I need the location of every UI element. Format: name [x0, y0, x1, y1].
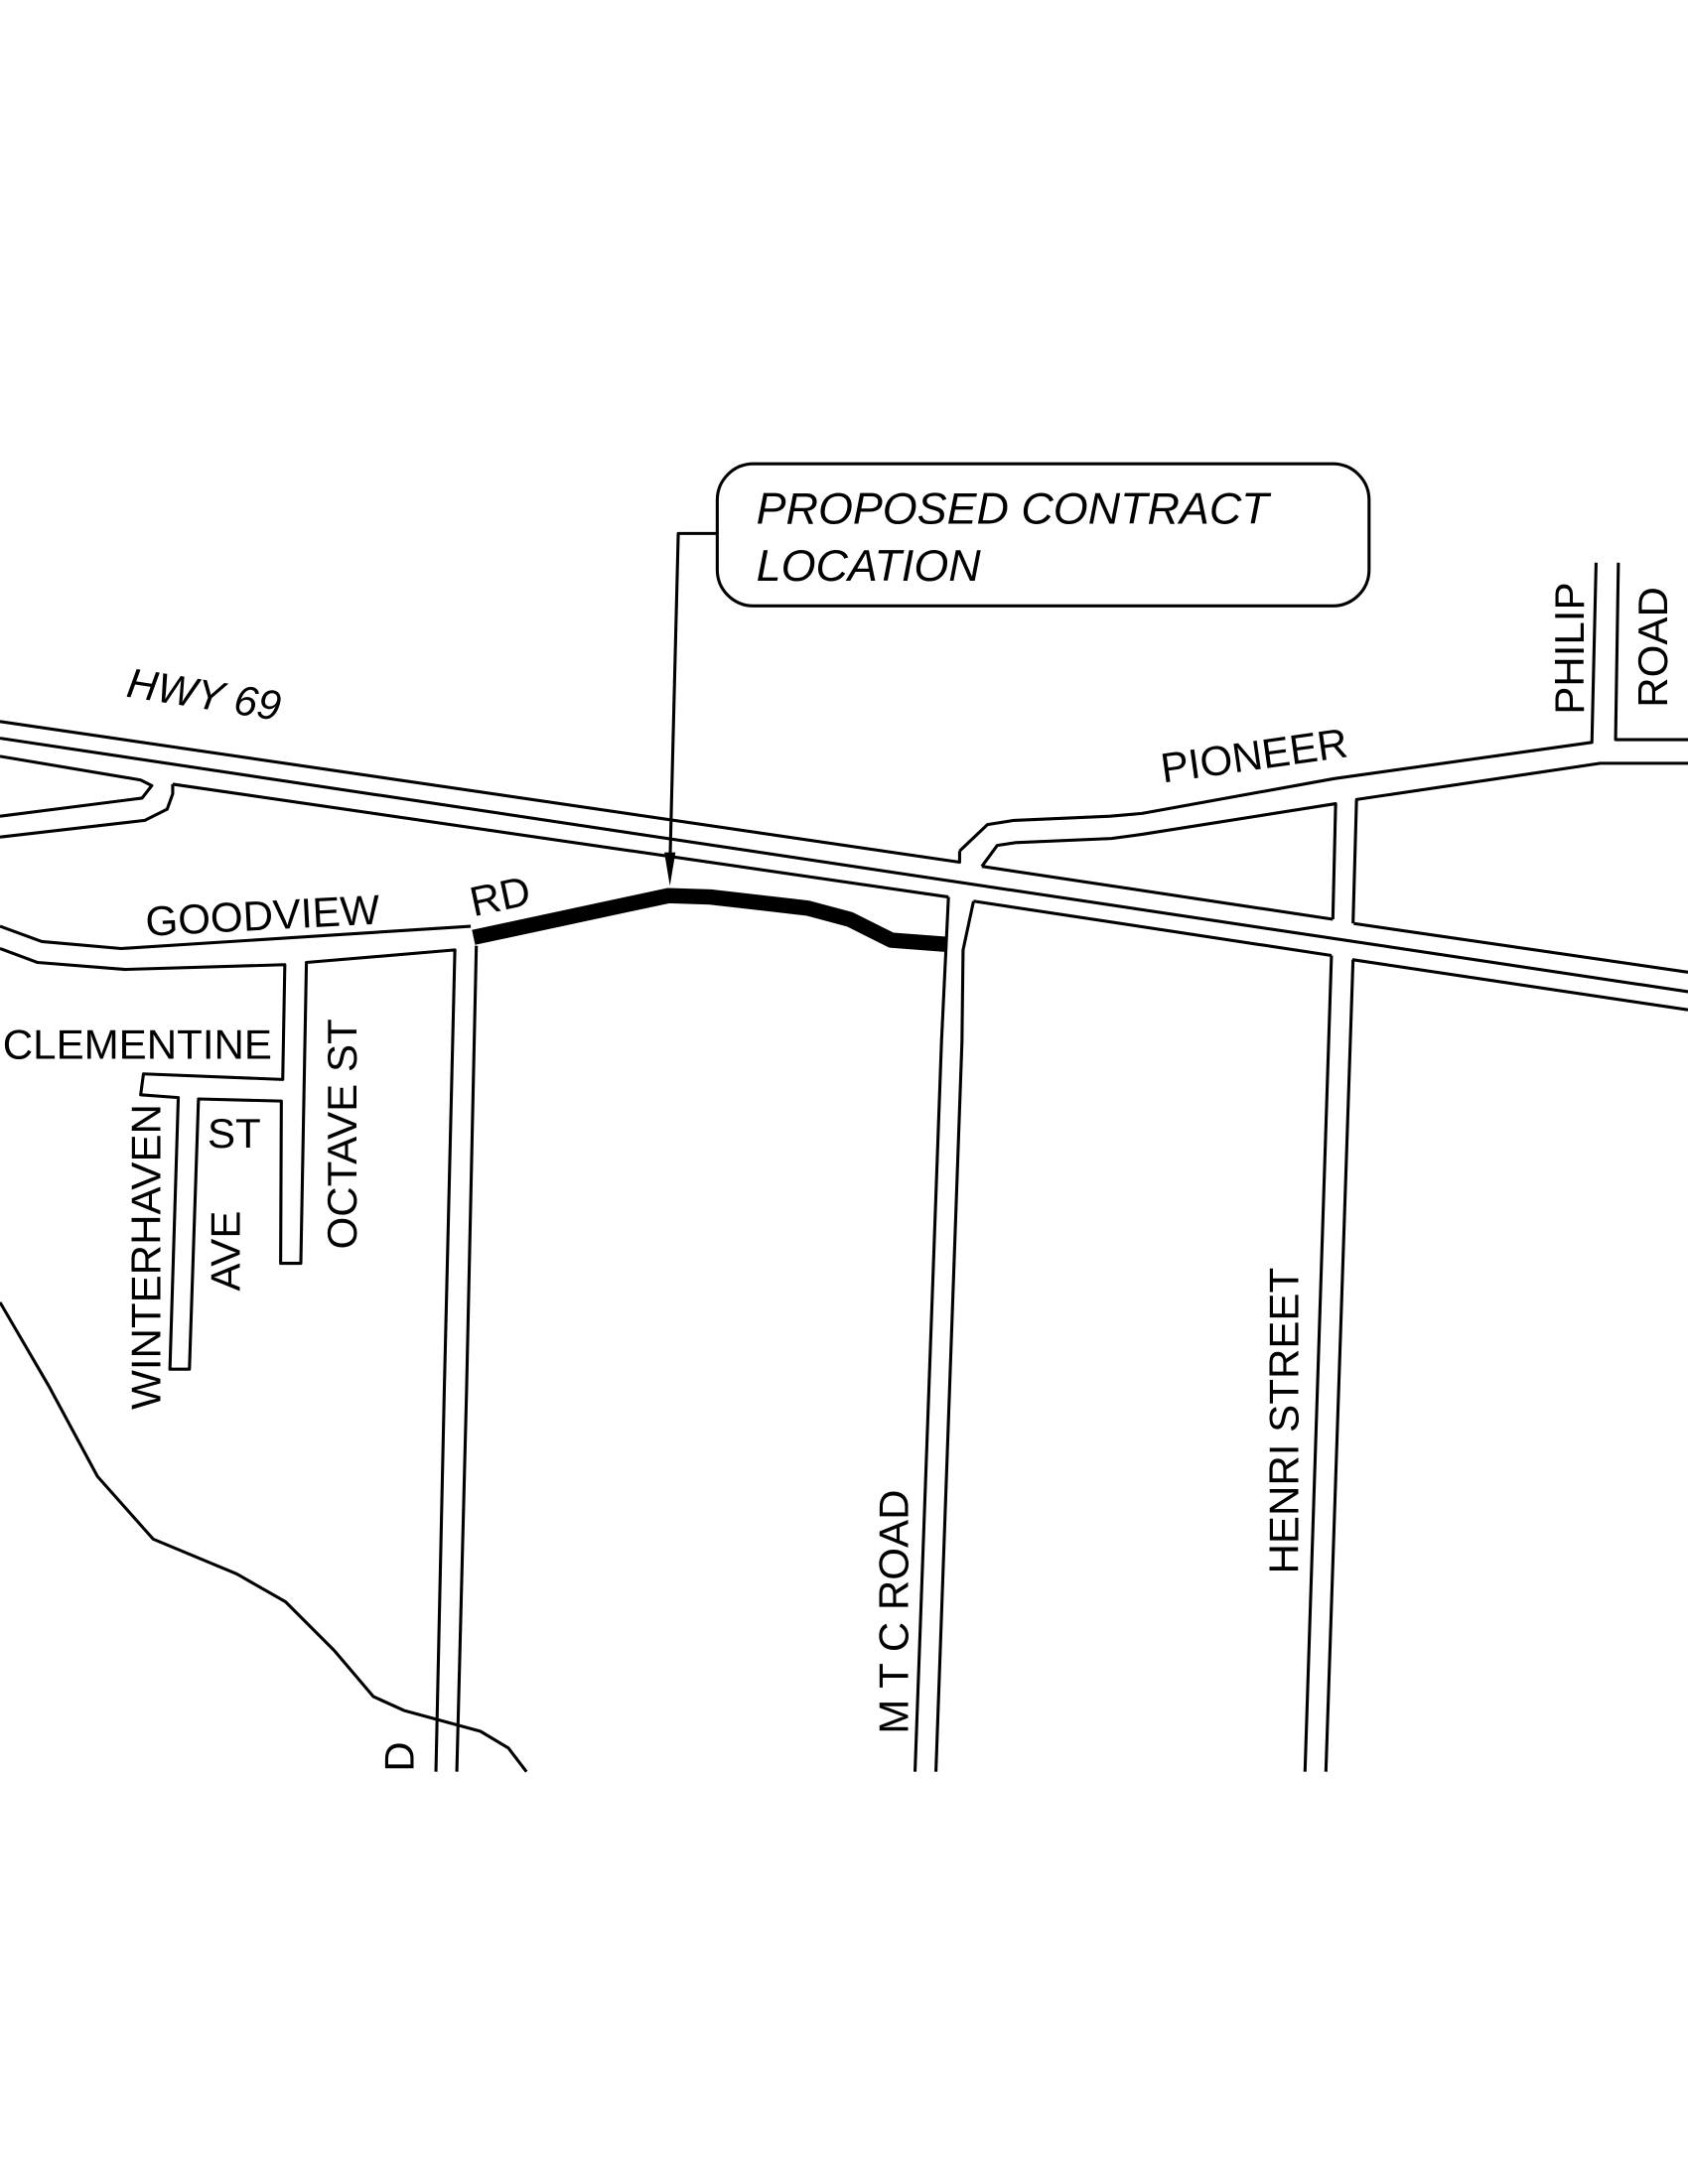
creek-line [0, 1301, 528, 1773]
label-philip-road: ROAD [1629, 587, 1676, 708]
callout: PROPOSED CONTRACT LOCATION [664, 462, 1371, 887]
proposed-contract-segment [472, 887, 948, 952]
label-rd: RD [466, 867, 534, 925]
label-philip: PHILIP [1546, 582, 1593, 714]
highway-69 [0, 720, 1688, 1012]
label-henri-street: HENRI STREET [1260, 1268, 1307, 1574]
leader-line [668, 531, 718, 867]
label-winterhaven-ave: AVE [202, 1211, 248, 1292]
label-mtc-road: M T C ROAD [871, 1490, 917, 1734]
label-goodview: GOODVIEW [144, 887, 380, 945]
label-winterhaven: WINTERHAVEN [122, 1104, 169, 1410]
pioneer-road [958, 562, 1688, 924]
label-clementine-st: ST [208, 1110, 261, 1157]
arrow-head-icon [664, 852, 676, 887]
callout-line-1: PROPOSED CONTRACT [757, 483, 1273, 534]
mtc-road [913, 896, 975, 1772]
label-clementine: CLEMENTINE [3, 1021, 272, 1067]
goodview-road [0, 924, 479, 1772]
henri-street [1303, 955, 1355, 1772]
callout-line-2: LOCATION [757, 540, 982, 591]
label-partial-road: D [376, 1741, 423, 1771]
label-octave-st: OCTAVE ST [319, 1019, 365, 1249]
label-hwy-69: HWY 69 [124, 659, 284, 730]
